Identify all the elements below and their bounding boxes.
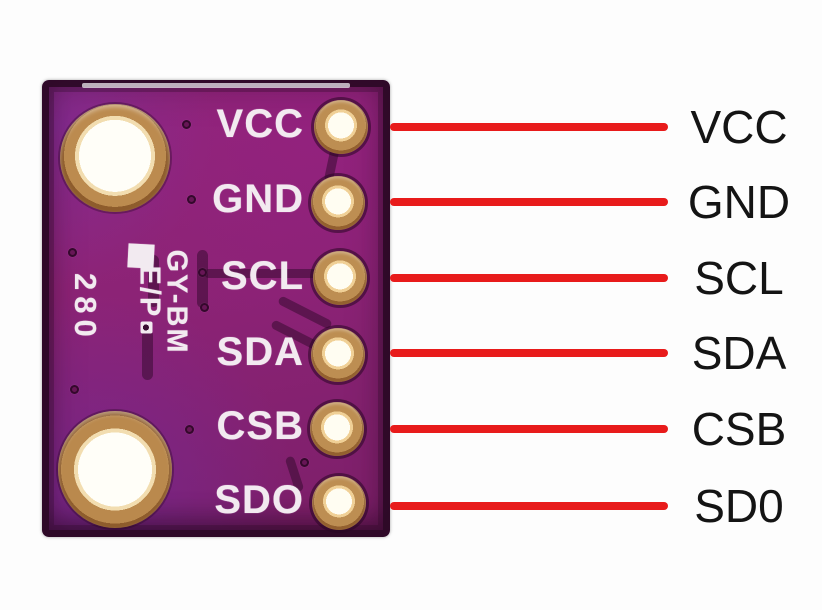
callout-line-vcc bbox=[390, 123, 668, 131]
callout-label-csb: CSB bbox=[691, 403, 787, 455]
sensor-board: GY-BM E/P 280 VCC GND SCL SDA CSB SDO bbox=[42, 80, 390, 537]
pin-pad-sda bbox=[311, 328, 365, 382]
callout-label-sda: SDA bbox=[691, 327, 787, 379]
board-title-line3: 280 bbox=[68, 273, 103, 343]
mounting-hole-bottom-icon bbox=[58, 411, 172, 528]
pin-label-gnd: GND bbox=[212, 177, 304, 221]
via-dot bbox=[70, 385, 79, 394]
copper-trace bbox=[197, 250, 208, 308]
board-title-line1: GY-BM bbox=[160, 249, 193, 355]
pin-label-vcc: VCC bbox=[216, 102, 304, 146]
pin-pad-gnd bbox=[311, 176, 365, 230]
pin-pad-sdo bbox=[312, 476, 366, 530]
via-dot bbox=[185, 425, 194, 434]
copper-trace bbox=[204, 269, 326, 278]
callout-line-csb bbox=[390, 425, 668, 433]
board-edge-highlight bbox=[82, 83, 350, 88]
pin-pad-csb bbox=[310, 402, 364, 456]
via-dot bbox=[198, 268, 207, 277]
via-dot bbox=[300, 458, 309, 467]
pin-pad-scl bbox=[313, 251, 367, 305]
logo-mark-icon bbox=[140, 321, 153, 334]
board-title-silkscreen: GY-BM E/P bbox=[134, 249, 193, 389]
via-dot bbox=[187, 195, 196, 204]
copper-trace bbox=[148, 255, 159, 307]
square-mark-icon bbox=[140, 249, 154, 263]
via-dot bbox=[68, 248, 77, 257]
pin-pad-vcc bbox=[314, 100, 368, 154]
pin-label-sda: SDA bbox=[216, 330, 304, 374]
callout-line-sdo bbox=[390, 502, 668, 510]
copper-trace bbox=[142, 330, 153, 380]
callout-line-gnd bbox=[390, 198, 668, 206]
pin-label-scl: SCL bbox=[221, 254, 304, 298]
callout-label-gnd: GND bbox=[687, 176, 791, 228]
via-dot bbox=[182, 120, 191, 129]
callout-line-sda bbox=[390, 349, 668, 357]
callout-label-sdo: SD0 bbox=[694, 480, 784, 532]
via-dot bbox=[200, 303, 209, 312]
pin-label-csb: CSB bbox=[216, 404, 304, 448]
callout-label-vcc: VCC bbox=[690, 101, 788, 153]
callout-line-scl bbox=[390, 274, 668, 282]
mounting-hole-top-icon bbox=[60, 104, 170, 212]
callout-label-scl: SCL bbox=[694, 252, 784, 304]
pin-label-sdo: SDO bbox=[214, 478, 304, 522]
board-title-line2: E/P bbox=[134, 249, 166, 389]
